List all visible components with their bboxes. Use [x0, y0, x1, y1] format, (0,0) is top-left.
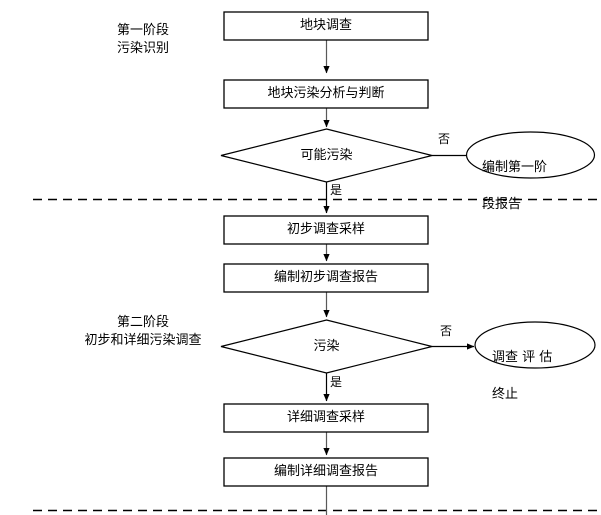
- node-detailed-report-shape: [223, 457, 429, 487]
- stage-label-phase-2-line2: 初步和详细污染调查: [84, 333, 202, 349]
- node-preliminary-sampling-shape: [223, 215, 429, 245]
- edge-label-no-2: 否: [440, 324, 453, 338]
- stage-label-phase-1-line1: 第一阶段: [116, 23, 169, 38]
- edge-label-yes-2: 是: [330, 375, 343, 389]
- node-site-survey-shape: [223, 11, 429, 41]
- node-preliminary-report-shape: [223, 263, 429, 293]
- node-phase1-report-line2: 段报告: [482, 197, 522, 213]
- node-possible-pollution-shape: [220, 128, 433, 183]
- stage-label-phase-1-line2: 污染识别: [116, 41, 169, 57]
- stage-label-phase-2: 第二阶段 初步和详细污染调查: [70, 314, 216, 351]
- node-survey-terminated-line2: 终止: [492, 387, 519, 403]
- node-survey-terminated-shape: [474, 321, 596, 369]
- node-phase1-report[interactable]: 编制第一阶 段报告: [482, 141, 582, 233]
- node-phase1-report-line1: 编制第一阶: [482, 160, 548, 176]
- edge-label-no-1: 否: [438, 132, 451, 146]
- edge-label-yes-1: 是: [330, 183, 343, 197]
- node-phase1-report-shape: [465, 131, 596, 179]
- stage-label-phase-1: 第一阶段 污染识别: [98, 22, 188, 59]
- node-detailed-sampling-shape: [223, 403, 429, 433]
- stage-label-phase-2-line1: 第二阶段: [116, 315, 169, 330]
- node-survey-terminated[interactable]: 调查 评 估 终止: [492, 331, 588, 423]
- node-survey-terminated-line1: 调查 评 估: [492, 350, 553, 366]
- node-pollution-decision-shape: [220, 319, 433, 374]
- node-pollution-analysis-shape: [223, 79, 429, 109]
